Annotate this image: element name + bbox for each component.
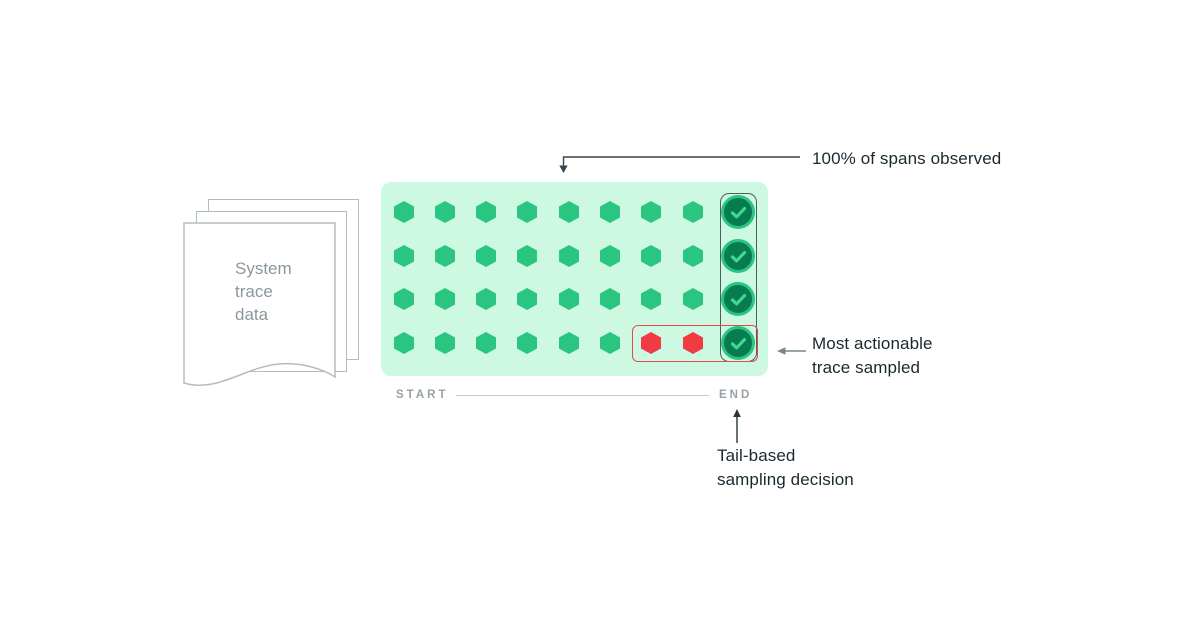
system-trace-data-label: System trace data <box>235 257 292 326</box>
most-actionable-line-2: trace sampled <box>812 357 921 377</box>
doc-label-line-2: trace <box>235 282 273 301</box>
span-hexagon <box>476 201 496 223</box>
sampled-check-icon <box>721 282 755 316</box>
span-hexagon <box>394 332 414 354</box>
span-hexagon <box>435 332 455 354</box>
span-hexagon <box>600 201 620 223</box>
span-hexagon <box>435 201 455 223</box>
checkmark-icon <box>730 337 746 349</box>
tail-based-decision-annotation: Tail-based sampling decision <box>717 444 854 491</box>
observed-arrow-icon <box>559 156 800 173</box>
timeline-start-label: START <box>396 389 449 401</box>
span-hexagon <box>435 288 455 310</box>
most-actionable-arrow-icon <box>777 347 806 355</box>
span-hexagon <box>517 245 537 267</box>
span-hexagon <box>517 201 537 223</box>
span-hexagon <box>559 245 579 267</box>
span-hexagon <box>476 245 496 267</box>
span-hexagon <box>476 288 496 310</box>
error-span-hexagon <box>683 332 703 354</box>
most-actionable-line-1: Most actionable <box>812 334 933 353</box>
timeline-end-label: END <box>719 389 753 401</box>
span-hexagon <box>600 288 620 310</box>
doc-label-line-3: data <box>235 305 269 324</box>
checkmark-icon <box>730 250 746 262</box>
span-hexagon <box>559 332 579 354</box>
most-actionable-annotation: Most actionable trace sampled <box>812 332 933 379</box>
span-hexagon <box>683 288 703 310</box>
span-hexagon <box>641 288 661 310</box>
span-hexagon <box>559 201 579 223</box>
span-hexagon <box>559 288 579 310</box>
span-hexagon <box>394 288 414 310</box>
sampled-check-icon <box>721 326 755 360</box>
span-hexagon <box>641 201 661 223</box>
span-hexagon <box>683 201 703 223</box>
span-hexagon <box>394 201 414 223</box>
sampled-check-icon <box>721 239 755 273</box>
span-hexagon <box>517 288 537 310</box>
error-span-hexagon <box>641 332 661 354</box>
checkmark-icon <box>730 206 746 218</box>
spans-observed-annotation: 100% of spans observed <box>812 149 1002 168</box>
span-hexagon <box>641 245 661 267</box>
actionable-trace-outline <box>632 325 758 362</box>
checkmark-icon <box>730 293 746 305</box>
span-hexagon <box>394 245 414 267</box>
tail-based-line-2: sampling decision <box>717 469 854 489</box>
span-hexagon <box>435 245 455 267</box>
span-hexagon <box>683 245 703 267</box>
document-page-front <box>183 222 336 386</box>
span-hexagon <box>517 332 537 354</box>
timeline-line <box>456 395 709 397</box>
span-hexagon <box>600 332 620 354</box>
span-hexagon <box>476 332 496 354</box>
tail-based-arrow-icon <box>733 409 741 443</box>
span-hexagon <box>600 245 620 267</box>
doc-label-line-1: System <box>235 259 292 278</box>
tail-based-line-1: Tail-based <box>717 446 796 465</box>
